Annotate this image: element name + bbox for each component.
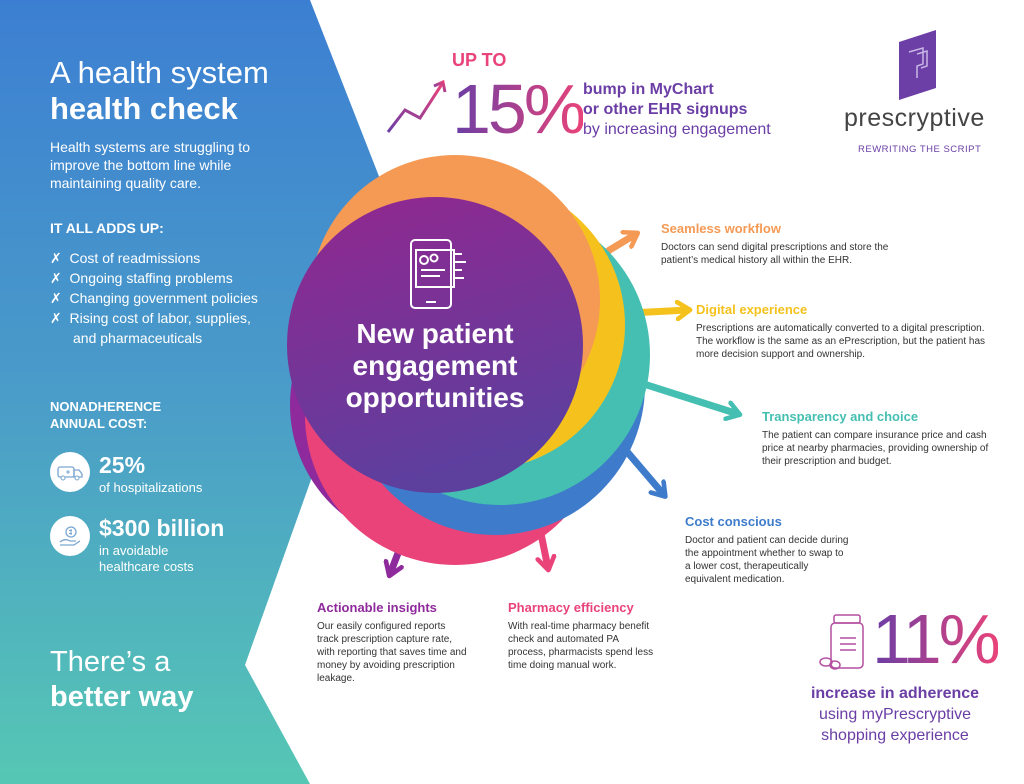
feature-title: Cost conscious (685, 514, 782, 529)
feature-text: Doctors can send digital prescriptions a… (661, 242, 889, 266)
feature-actionable-insights: Actionable insights Our easily configure… (317, 600, 467, 685)
cross-icon: ✗ (50, 270, 62, 286)
signup-percent: 15% (452, 70, 586, 148)
better-line1: There’s a (50, 646, 171, 678)
brand-name: prescryptive (844, 104, 985, 132)
list-item-text: Changing government policies (69, 290, 258, 306)
phone-prescription-icon (410, 239, 466, 309)
adherence-percent: 11% (872, 600, 1001, 678)
up-to-label: UP TO (452, 50, 507, 70)
feature-text: Doctor and patient can decide during the… (685, 535, 849, 585)
cross-icon: ✗ (50, 290, 62, 306)
adds-up-list: ✗ Cost of readmissions ✗ Ongoing staffin… (50, 248, 258, 348)
ambulance-icon (50, 452, 90, 492)
feature-title: Digital experience (696, 302, 808, 317)
stat-cost-label: in avoidable healthcare costs (99, 543, 194, 575)
center-line: opportunities (345, 382, 525, 413)
brand-tagline: REWRITING THE SCRIPT (858, 144, 982, 155)
desc-line: bump in MyChart (583, 81, 714, 98)
feature-pharmacy-efficiency: Pharmacy efficiency With real-time pharm… (508, 600, 658, 672)
feature-title: Transparency and choice (762, 409, 919, 424)
desc-line: increase in adherence (810, 685, 980, 702)
label-line: in avoidable (99, 543, 169, 558)
feature-transparency: Transparency and choice The patient can … (762, 409, 992, 468)
heading-line: NONADHERENCE (50, 399, 162, 414)
stat-hospitalizations-value: 25% (99, 452, 146, 478)
feature-text: With real-time pharmacy benefit check an… (508, 621, 654, 671)
stat-hospitalizations-label: of hospitalizations (99, 480, 203, 495)
signup-description: bump in MyChart or other EHR signups by … (583, 80, 771, 140)
list-item-cont: and pharmaceuticals (73, 330, 203, 346)
feature-digital-experience: Digital experience Prescriptions are aut… (696, 302, 996, 361)
list-item: ✗ Rising cost of labor, supplies, (50, 308, 258, 328)
stat-cost-value: $300 billion (99, 515, 225, 541)
feature-title: Seamless workflow (661, 221, 781, 236)
feature-title: Actionable insights (317, 600, 437, 615)
feature-text: The patient can compare insurance price … (762, 430, 989, 467)
list-item: ✗ Changing government policies (50, 288, 258, 308)
better-way-text: There’s a better way (50, 645, 193, 715)
cross-icon: ✗ (50, 310, 62, 326)
main-title-line1: A health system (50, 55, 269, 90)
adds-up-heading: IT ALL ADDS UP: (50, 220, 164, 236)
center-circle (287, 197, 583, 493)
money-hand-icon (50, 516, 90, 556)
pill-bottle-icon (819, 614, 864, 670)
desc-line: or other EHR signups (583, 101, 748, 118)
center-title: New patient engagement opportunities (315, 318, 555, 414)
main-title-line2: health check (50, 91, 238, 126)
intro-text: Health systems are struggling to improve… (50, 139, 250, 191)
list-item-text: Ongoing staffing problems (69, 270, 233, 286)
list-item: ✗ Ongoing staffing problems (50, 268, 258, 288)
center-line: New patient (356, 318, 514, 349)
nonadherence-heading: NONADHERENCE ANNUAL COST: (50, 398, 161, 432)
list-item-text: Rising cost of labor, supplies, (69, 310, 251, 326)
feature-title: Pharmacy efficiency (508, 600, 634, 615)
prescryptive-logo-icon (899, 30, 936, 100)
better-line2: better way (50, 681, 194, 713)
list-item-text: Cost of readmissions (69, 250, 201, 266)
desc-line: by increasing engagement (583, 121, 771, 138)
trend-up-arrow-icon (386, 79, 447, 133)
feature-text: Prescriptions are automatically converte… (696, 323, 986, 360)
heading-line: ANNUAL COST: (50, 416, 148, 431)
adherence-description: increase in adherence using myPrescrypti… (790, 683, 1000, 746)
desc-line: using myPrescryptive (818, 706, 972, 723)
cross-icon: ✗ (50, 250, 62, 266)
list-item: ✗ Cost of readmissions (50, 248, 258, 268)
feature-text: Our easily configured reports track pres… (317, 621, 467, 684)
center-line: engagement (352, 350, 518, 381)
desc-line: shopping experience (821, 727, 969, 744)
feature-seamless-workflow: Seamless workflow Doctors can send digit… (661, 221, 921, 267)
feature-cost-conscious: Cost conscious Doctor and patient can de… (685, 514, 850, 586)
label-line: healthcare costs (99, 559, 194, 574)
